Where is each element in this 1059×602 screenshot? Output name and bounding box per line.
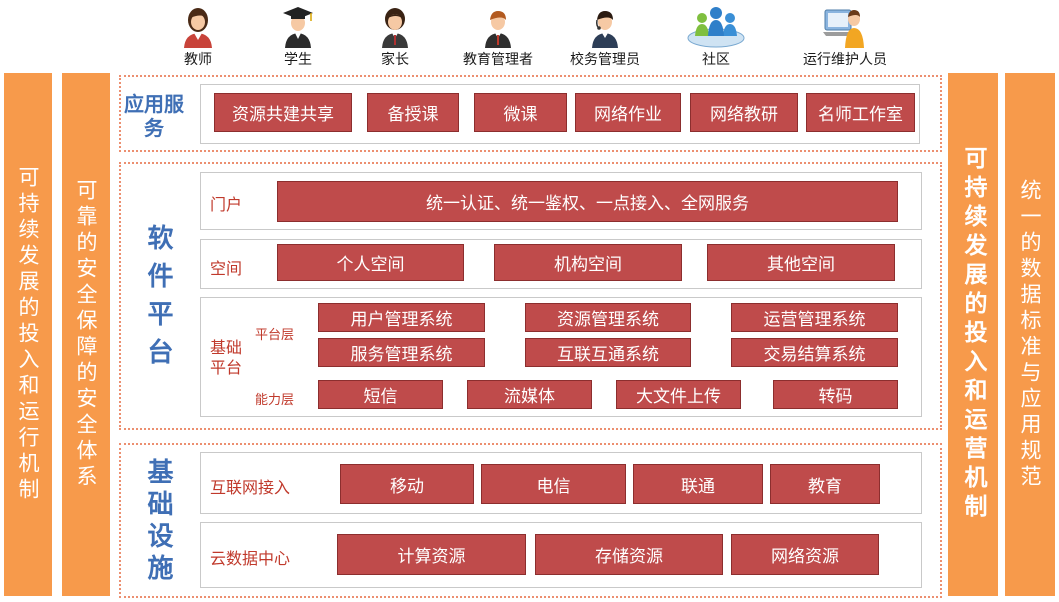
community-icon (686, 4, 746, 48)
education-manager-icon (481, 4, 515, 48)
maintenance-staff-icon (823, 4, 867, 48)
base-platform-label: 基础平台 (210, 338, 250, 378)
pillar-sustainable-investment: 可持续发展的投入和运营机制 (948, 73, 998, 596)
app-service-item: 名师工作室 (806, 93, 915, 132)
app-service-item: 网络作业 (575, 93, 681, 132)
capability-item: 流媒体 (467, 380, 592, 409)
pillar-label: 可靠的安全保障的安全体系 (73, 179, 99, 491)
capability-item: 转码 (773, 380, 898, 409)
platform-system-item: 交易结算系统 (731, 338, 898, 367)
user-label: 校务管理员 (555, 49, 655, 69)
pillar-label: 可持续发展的投入和运营机制 (960, 146, 986, 523)
space-item: 机构空间 (494, 244, 682, 281)
platform-system-item: 资源管理系统 (525, 303, 691, 332)
capability-item: 大文件上传 (616, 380, 741, 409)
school-admin-icon (588, 4, 622, 48)
teacher-icon (181, 4, 215, 48)
capability-layer-label: 能力层 (255, 389, 294, 408)
carrier-item: 联通 (633, 464, 763, 504)
cloud-resource-item: 存储资源 (535, 534, 723, 575)
platform-system-item: 服务管理系统 (318, 338, 485, 367)
user-parent: 家长 (345, 4, 445, 69)
user-student: 学生 (248, 4, 348, 69)
user-label: 运行维护人员 (785, 49, 905, 69)
user-school-admin: 校务管理员 (555, 4, 655, 69)
internet-access-label: 互联网接入 (210, 474, 290, 498)
pillar-sustainable-operation: 可持续发展的投入和运行机制 (4, 73, 52, 596)
pillar-security-system: 可靠的安全保障的安全体系 (62, 73, 110, 596)
platform-system-item: 互联互通系统 (525, 338, 691, 367)
pillar-label: 可持续发展的投入和运行机制 (15, 166, 41, 504)
user-education-manager: 教育管理者 (448, 4, 548, 69)
platform-system-item: 用户管理系统 (318, 303, 485, 332)
user-label: 教育管理者 (448, 49, 548, 69)
pillar-label: 统一的数据标准与应用规范 (1017, 179, 1043, 491)
user-maintenance-staff: 运行维护人员 (785, 4, 905, 69)
portal-label: 门户 (210, 191, 242, 215)
portal-item: 统一认证、统一鉴权、一点接入、全网服务 (277, 181, 898, 222)
space-label: 空间 (210, 255, 242, 279)
platform-system-item: 运营管理系统 (731, 303, 898, 332)
infrastructure-title: 基础设施 (137, 456, 177, 588)
software-platform-title: 软件平台 (137, 205, 177, 395)
user-community: 社区 (666, 4, 766, 69)
cloud-resource-item: 网络资源 (731, 534, 879, 575)
carrier-item: 移动 (340, 464, 474, 504)
cloud-datacenter-label: 云数据中心 (210, 545, 290, 569)
parent-icon (378, 4, 412, 48)
platform-layer-label: 平台层 (255, 324, 294, 343)
space-item: 其他空间 (707, 244, 895, 281)
carrier-item: 教育 (770, 464, 880, 504)
user-teacher: 教师 (148, 4, 248, 69)
user-label: 社区 (666, 49, 766, 69)
cloud-resource-item: 计算资源 (337, 534, 526, 575)
user-label: 教师 (148, 49, 248, 69)
user-label: 学生 (248, 49, 348, 69)
app-service-item: 资源共建共享 (214, 93, 352, 132)
space-item: 个人空间 (277, 244, 464, 281)
student-icon (281, 4, 315, 48)
app-services-title: 应用服务 (124, 92, 184, 140)
app-service-item: 网络教研 (690, 93, 798, 132)
carrier-item: 电信 (481, 464, 626, 504)
capability-item: 短信 (318, 380, 443, 409)
app-service-item: 备授课 (367, 93, 459, 132)
user-label: 家长 (345, 49, 445, 69)
app-service-item: 微课 (474, 93, 567, 132)
pillar-data-standards: 统一的数据标准与应用规范 (1005, 73, 1055, 596)
